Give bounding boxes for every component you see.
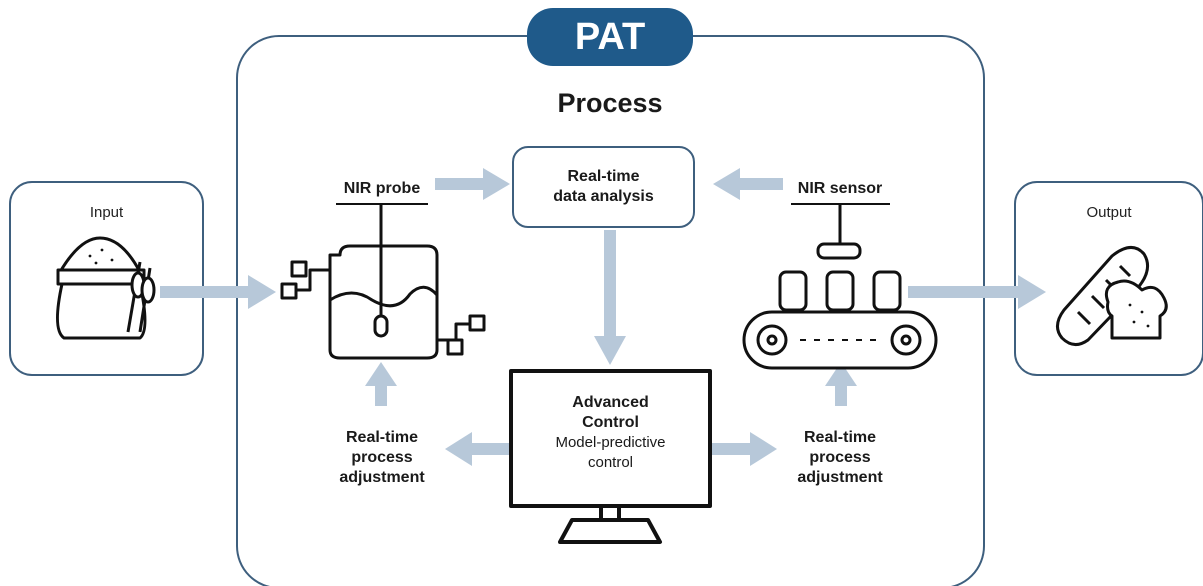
realtime-analysis-line2: data analysis [553, 188, 654, 205]
pat-badge: PAT [527, 8, 693, 66]
computer-monitor-icon [509, 369, 712, 544]
adjust-right-line2: process [809, 449, 871, 466]
process-title: Process [557, 88, 663, 118]
adjustment-left-label: Real-time process adjustment [320, 428, 444, 488]
reactor-vessel-icon [280, 203, 486, 360]
conveyor-belt-icon [742, 203, 938, 370]
advanced-control-line1: Advanced [572, 394, 649, 411]
flour-sack-wheat-icon [56, 236, 156, 340]
adjustment-right-label: Real-time process adjustment [778, 428, 902, 488]
bread-loaf-icon [1056, 246, 1168, 346]
adjust-left-line2: process [351, 449, 413, 466]
adjust-right-line3: adjustment [797, 469, 883, 486]
advanced-control-line4: control [587, 454, 634, 471]
advanced-control-text: Advanced Control Model-predictive contro… [513, 393, 708, 473]
adjust-right-line1: Real-time [803, 429, 877, 446]
adjust-left-line3: adjustment [339, 469, 425, 486]
advanced-control-line2: Control [582, 414, 639, 431]
realtime-analysis-line1: Real-time [567, 168, 640, 185]
realtime-data-analysis-box: Real-time data analysis [512, 146, 695, 228]
nir-sensor-label: NIR sensor [797, 180, 883, 197]
nir-probe-label: NIR probe [343, 180, 421, 197]
advanced-control-line3: Model-predictive [555, 434, 666, 451]
output-label: Output [1086, 204, 1132, 221]
adjust-left-line1: Real-time [345, 429, 419, 446]
input-label: Input [89, 204, 124, 221]
flow-arrows [160, 168, 1046, 466]
